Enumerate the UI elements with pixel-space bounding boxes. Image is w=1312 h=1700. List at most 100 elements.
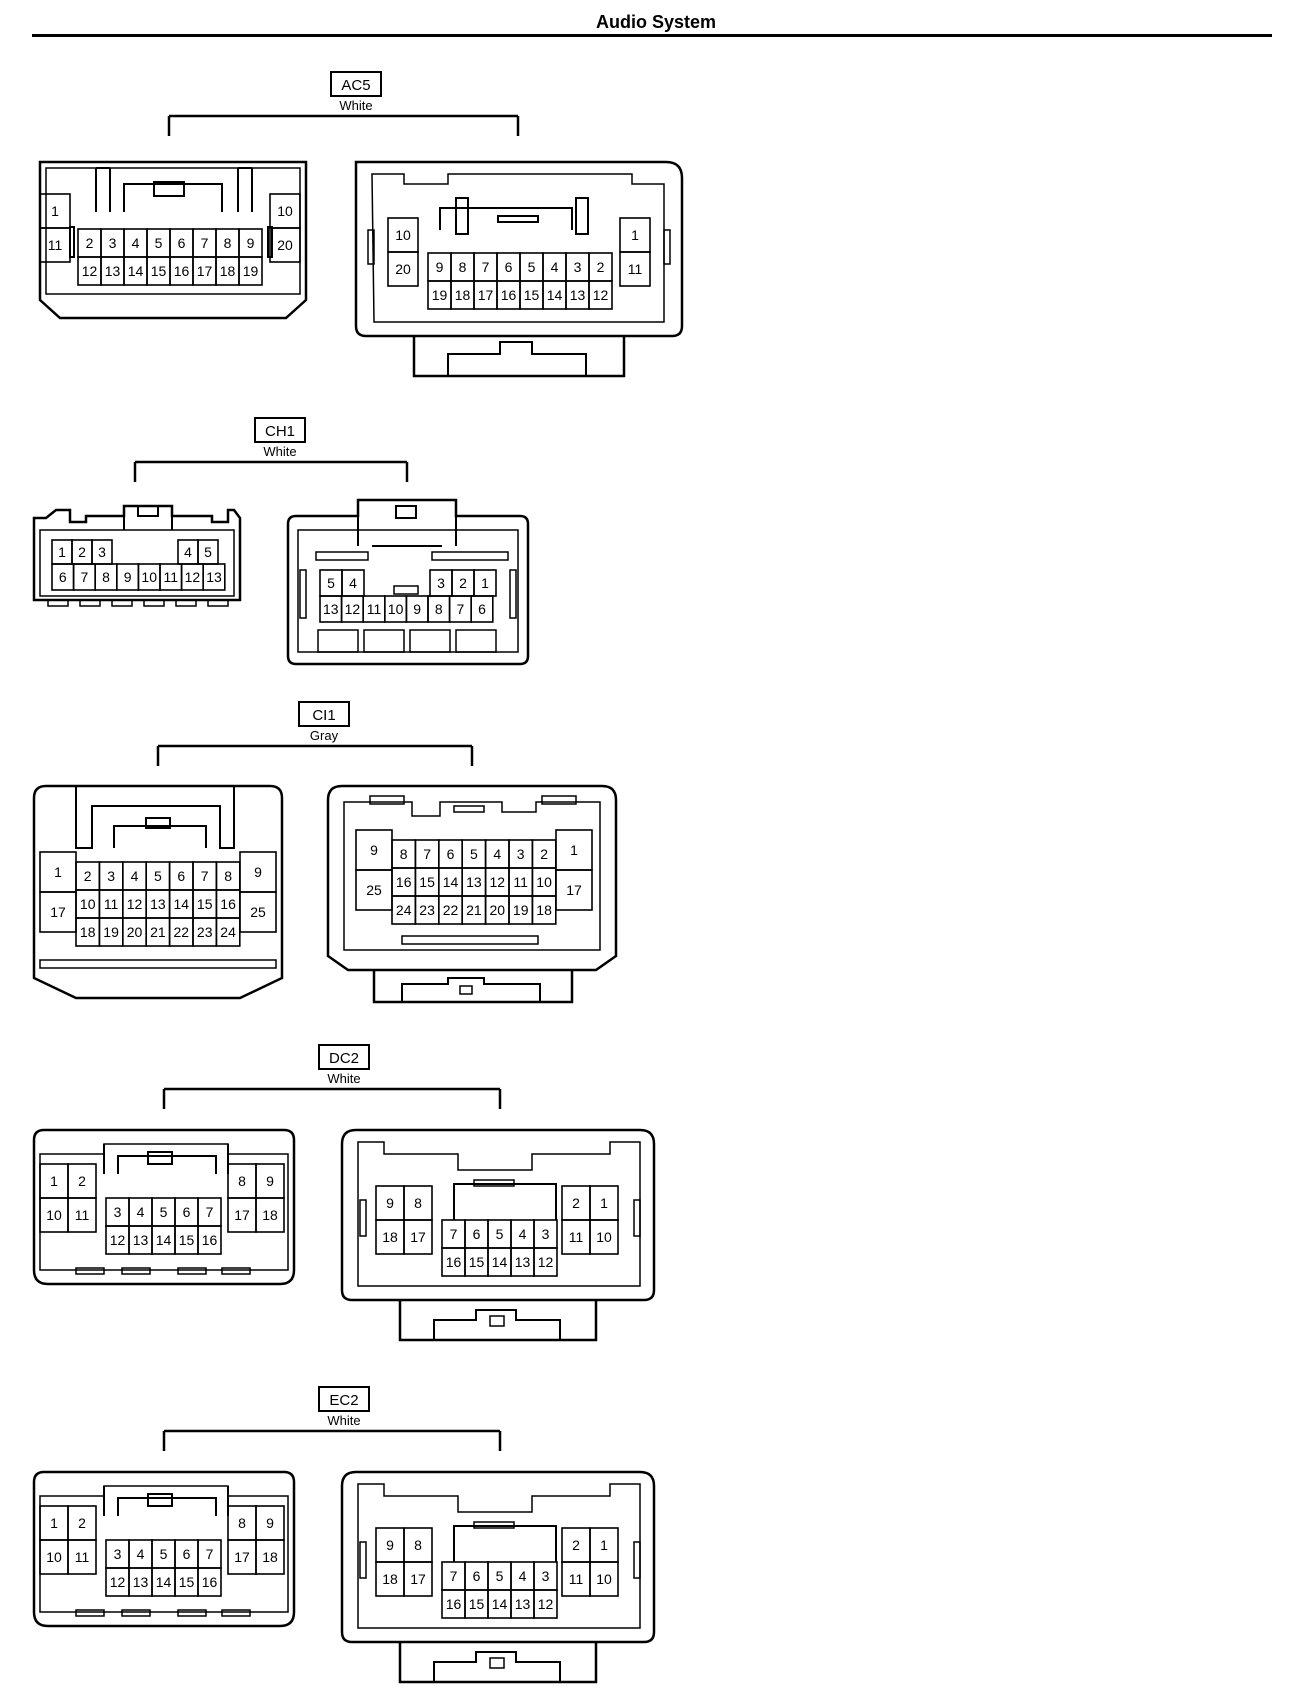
pin-number: 4 [137, 1546, 145, 1562]
pin-number: 18 [262, 1207, 278, 1223]
pin-number: 11 [48, 237, 63, 253]
pin-number: 17 [410, 1229, 426, 1245]
pin-number: 2 [572, 1195, 580, 1211]
pin-number: 1 [50, 1515, 58, 1531]
pin-cell [387, 251, 419, 287]
pin-cell [238, 256, 263, 286]
pin-number: 18 [455, 287, 471, 303]
pin-cell [589, 1561, 619, 1597]
pin-number: 18 [220, 263, 236, 279]
pin-number: 8 [459, 259, 467, 275]
pin-number: 11 [164, 569, 179, 585]
pin-number: 5 [204, 544, 212, 560]
pin-cell [197, 1567, 222, 1597]
pin-number: 16 [220, 896, 236, 912]
pin-number: 7 [201, 235, 209, 251]
pin-number: 17 [410, 1571, 426, 1587]
pin-number: 11 [75, 1549, 90, 1565]
pin-number: 1 [54, 864, 62, 880]
pin-number: 9 [370, 842, 378, 858]
connector-id: CH1 [265, 423, 295, 440]
pin-number: 18 [382, 1571, 398, 1587]
pin-number: 6 [505, 259, 513, 275]
pin-number: 18 [382, 1229, 398, 1245]
pin-number: 2 [572, 1537, 580, 1553]
pin-cell [531, 895, 557, 925]
pin-number: 3 [542, 1226, 550, 1242]
connector-id: DC2 [329, 1050, 359, 1067]
pin-number: 5 [154, 868, 162, 884]
pin-number: 15 [469, 1596, 485, 1612]
pin-number: 16 [174, 263, 190, 279]
pin-number: 7 [450, 1568, 458, 1584]
pin-number: 6 [183, 1204, 191, 1220]
pin-number: 19 [432, 287, 448, 303]
pin-number: 14 [443, 874, 459, 890]
pin-number: 10 [80, 896, 96, 912]
pin-number: 17 [50, 904, 66, 920]
pin-number: 13 [150, 896, 166, 912]
pin-number: 5 [496, 1226, 504, 1242]
pin-number: 5 [160, 1204, 168, 1220]
pin-number: 4 [137, 1204, 145, 1220]
pin-number: 3 [574, 259, 582, 275]
connector-id: CI1 [312, 707, 335, 724]
pin-number: 6 [473, 1226, 481, 1242]
pin-number: 8 [224, 235, 232, 251]
pin-number: 6 [183, 1546, 191, 1562]
pin-number: 15 [469, 1254, 485, 1270]
pin-number: 20 [490, 902, 506, 918]
pin-number: 15 [524, 287, 540, 303]
pin-number: 9 [386, 1195, 394, 1211]
pin-number: 13 [515, 1596, 531, 1612]
pin-number: 23 [197, 924, 213, 940]
pin-number: 13 [515, 1254, 531, 1270]
pin-number: 14 [492, 1596, 508, 1612]
connector-color: White [263, 444, 296, 459]
pin-number: 19 [243, 263, 259, 279]
pin-number: 10 [277, 203, 293, 219]
pin-number: 13 [206, 569, 222, 585]
pin-number: 2 [459, 575, 467, 591]
pin-number: 12 [185, 569, 201, 585]
pin-number: 12 [127, 896, 143, 912]
pin-number: 13 [105, 263, 121, 279]
pin-number: 16 [501, 287, 517, 303]
pin-number: 8 [435, 601, 443, 617]
pin-number: 8 [414, 1195, 422, 1211]
pin-cell [403, 1561, 433, 1597]
pin-number: 7 [482, 259, 490, 275]
pin-number: 16 [446, 1254, 462, 1270]
pin-number: 20 [277, 237, 293, 253]
pin-number: 2 [84, 868, 92, 884]
pin-cell [202, 563, 226, 591]
pin-number: 13 [133, 1574, 149, 1590]
pin-number: 5 [160, 1546, 168, 1562]
pin-number: 5 [327, 575, 335, 591]
pin-number: 22 [174, 924, 190, 940]
pin-number: 16 [446, 1596, 462, 1612]
pin-number: 11 [569, 1229, 584, 1245]
pin-number: 11 [628, 261, 643, 277]
pin-number: 11 [367, 601, 382, 617]
pin-number: 3 [107, 868, 115, 884]
pin-number: 10 [388, 601, 404, 617]
pin-number: 14 [156, 1574, 172, 1590]
pin-number: 7 [450, 1226, 458, 1242]
pin-cell [197, 1225, 222, 1255]
pin-number: 5 [496, 1568, 504, 1584]
pin-number: 9 [124, 569, 132, 585]
pin-number: 2 [597, 259, 605, 275]
pin-number: 3 [437, 575, 445, 591]
pin-number: 1 [51, 203, 59, 219]
pin-number: 7 [206, 1204, 214, 1220]
pin-number: 7 [201, 868, 209, 884]
pin-number: 7 [457, 601, 465, 617]
pin-cell [533, 1247, 558, 1277]
